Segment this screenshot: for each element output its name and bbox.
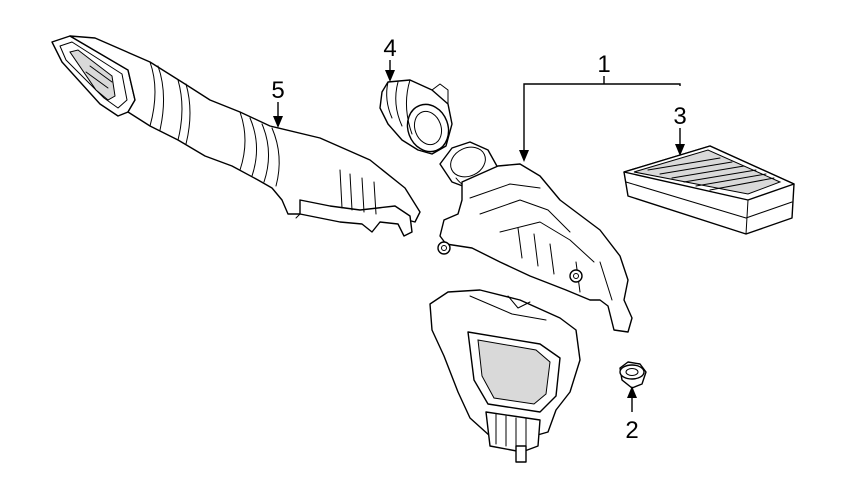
leader-line-1 (523, 83, 681, 150)
callout-1: 1 (597, 51, 610, 78)
arrowhead-4 (385, 70, 395, 82)
callout-5: 5 (271, 77, 284, 104)
callout-leaders (273, 60, 685, 412)
intake-duct-part (51, 35, 421, 237)
arrowhead-2 (627, 386, 637, 398)
air-filter-element-part (623, 145, 795, 235)
air-cleaner-housing-part (429, 141, 633, 463)
callout-labels: 1 2 3 4 5 (271, 35, 686, 444)
grommet-part (619, 361, 647, 389)
callout-4: 4 (383, 35, 396, 62)
callout-3: 3 (673, 103, 686, 130)
sleeve-coupler-part (379, 79, 453, 155)
arrowhead-5 (273, 116, 283, 128)
arrowhead-3 (675, 144, 685, 156)
arrowhead-1 (519, 150, 529, 162)
callout-2: 2 (625, 417, 638, 444)
